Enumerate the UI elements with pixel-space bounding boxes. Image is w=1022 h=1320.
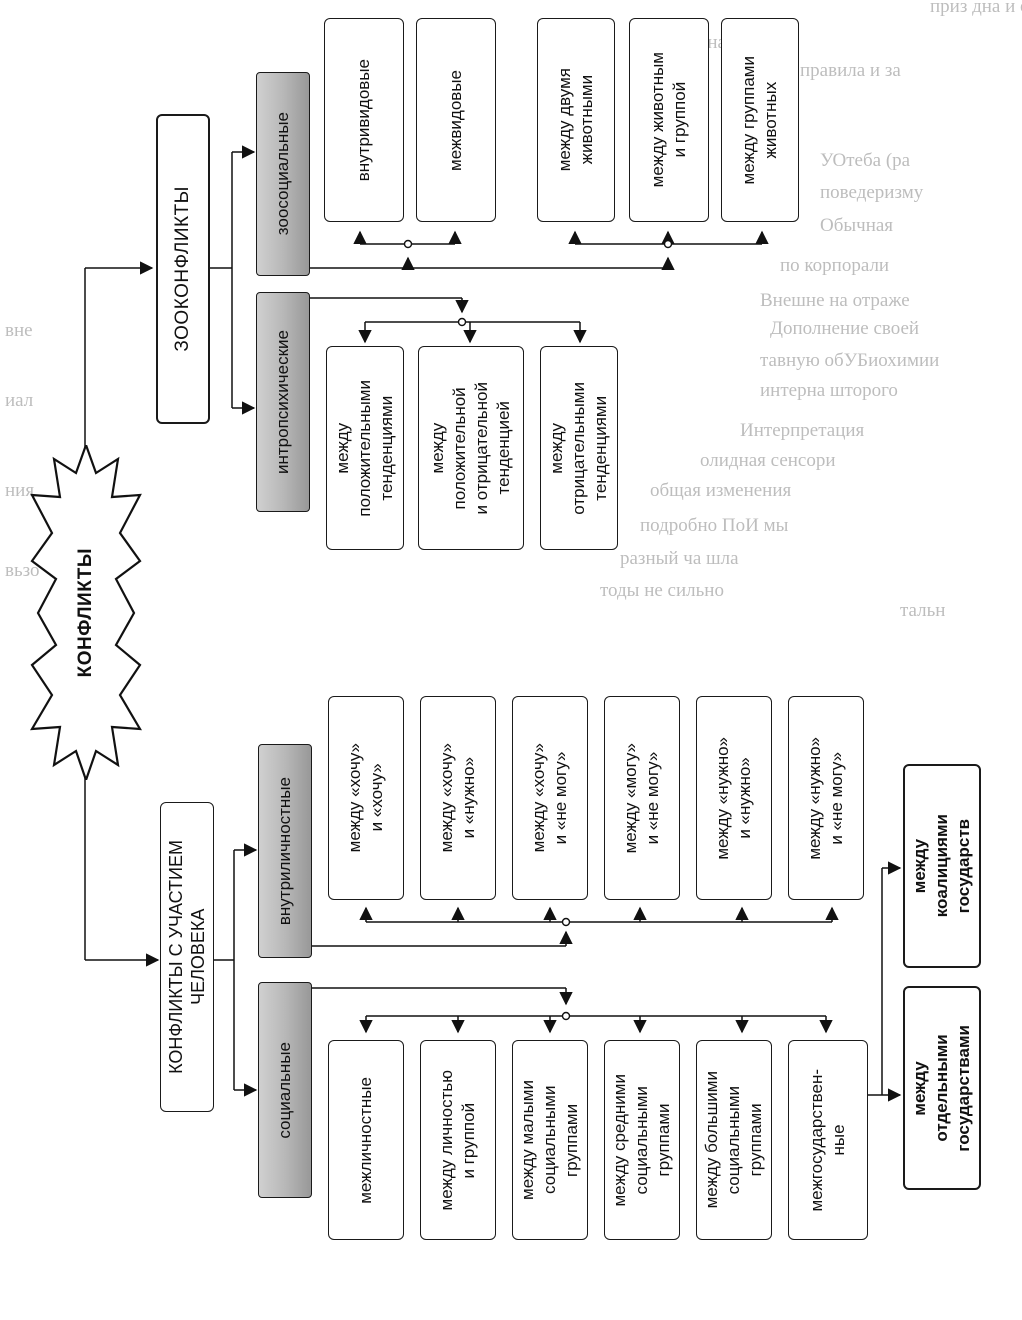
intrapsychic-box: интропсихические bbox=[256, 292, 310, 512]
human-conflicts-label: КОНФЛИКТЫ С УЧАСТИЕМ ЧЕЛОВЕКА bbox=[166, 840, 208, 1074]
social-label: социальные bbox=[275, 1041, 294, 1139]
zoosocial-item: внутривидовые bbox=[324, 18, 404, 222]
zoosocial-item: между двумя животными bbox=[537, 18, 615, 222]
zoosocial-item: между группами животных bbox=[721, 18, 799, 222]
zoosocial-label: зоосоциальные bbox=[273, 112, 292, 236]
zoosocial-box: зоосоциальные bbox=[256, 72, 310, 276]
root-label: КОНФЛИКТЫ bbox=[75, 547, 96, 678]
intrapsychic-label: интропсихические bbox=[273, 330, 292, 474]
intrapersonal-item: между «нужно» и «нужно» bbox=[696, 696, 772, 900]
intrapersonal-item: между «хочу» и «не могу» bbox=[512, 696, 588, 900]
intrapersonal-item: между «хочу» и «хочу» bbox=[328, 696, 404, 900]
social-item: межгосударствен- ные bbox=[788, 1040, 868, 1240]
intrapersonal-item: между «хочу» и «нужно» bbox=[420, 696, 496, 900]
star-burst-shape bbox=[30, 445, 142, 780]
zoosocial-item: межвидовые bbox=[416, 18, 496, 222]
interstate-item: между коалициями государств bbox=[903, 764, 981, 968]
human-conflicts-box: КОНФЛИКТЫ С УЧАСТИЕМ ЧЕЛОВЕКА bbox=[160, 802, 214, 1112]
intrapsychic-item: между отрицательными тенденциями bbox=[540, 346, 618, 550]
social-item: между личностью и группой bbox=[420, 1040, 496, 1240]
zoosocial-item: между животным и группой bbox=[629, 18, 709, 222]
social-item: межличностные bbox=[328, 1040, 404, 1240]
social-item: между большими социальными группами bbox=[696, 1040, 772, 1240]
social-box: социальные bbox=[258, 982, 312, 1198]
intrapsychic-item: между положительными тенденциями bbox=[326, 346, 404, 550]
intrapersonal-item: между «нужно» и «не могу» bbox=[788, 696, 864, 900]
social-item: между малыми социальными группами bbox=[512, 1040, 588, 1240]
interstate-item: между отдельными государствами bbox=[903, 986, 981, 1190]
root-star: КОНФЛИКТЫ bbox=[30, 445, 142, 780]
zooconflicts-label: ЗООКОНФЛИКТЫ bbox=[172, 186, 193, 352]
zooconflicts-box: ЗООКОНФЛИКТЫ bbox=[156, 114, 210, 424]
intrapersonal-item: между «могу» и «не могу» bbox=[604, 696, 680, 900]
intrapsychic-item: между положительной и отрицательной тенд… bbox=[418, 346, 524, 550]
social-item: между средними социальными группами bbox=[604, 1040, 680, 1240]
intrapersonal-label: внутриличностные bbox=[275, 776, 294, 926]
intrapersonal-box: внутриличностные bbox=[258, 744, 312, 958]
